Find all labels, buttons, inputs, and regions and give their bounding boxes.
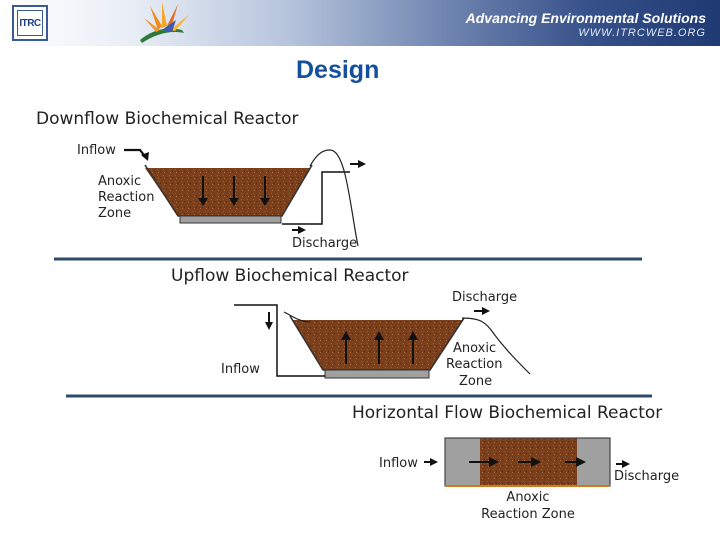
upflow-inlet-pipe bbox=[234, 304, 325, 377]
downflow-zone-label-3: Zone bbox=[98, 206, 131, 221]
upflow-inflow-label: Inflow bbox=[221, 362, 260, 377]
downflow-flow-arrow bbox=[198, 176, 208, 206]
header-tagline: Advancing Environmental Solutions bbox=[465, 10, 706, 26]
upflow-section: Upflow Biochemical Reactor Discharge Inf… bbox=[171, 266, 531, 389]
downflow-discharge-curve bbox=[309, 149, 359, 247]
downflow-inflow-label: Inflow bbox=[77, 143, 116, 158]
upflow-flow-arrow bbox=[374, 331, 384, 364]
horizontal-flow-arrow bbox=[518, 457, 541, 467]
horizontal-zone-label-1: Anoxic bbox=[506, 490, 549, 505]
upflow-overflow-curve bbox=[283, 311, 311, 323]
downflow-title: Downflow Biochemical Reactor bbox=[36, 109, 298, 129]
upflow-title: Upflow Biochemical Reactor bbox=[171, 266, 409, 286]
header-banner: ITRC Advancing Environmental Solutions W… bbox=[0, 0, 720, 46]
upflow-tank-substrate bbox=[292, 320, 462, 370]
upflow-flow-arrow bbox=[341, 331, 351, 364]
upflow-discharge-label: Discharge bbox=[452, 290, 517, 305]
downflow-discharge-label: Discharge bbox=[292, 236, 357, 251]
upflow-zone-label-3: Zone bbox=[459, 374, 492, 389]
horizontal-discharge-label: Discharge bbox=[614, 469, 679, 484]
logo-frame: ITRC bbox=[17, 10, 43, 36]
downflow-zone-label-2: Reaction bbox=[98, 190, 154, 205]
logo-text: ITRC bbox=[19, 18, 41, 29]
horizontal-title: Horizontal Flow Biochemical Reactor bbox=[352, 403, 662, 423]
itrc-logo: ITRC bbox=[12, 5, 48, 41]
downflow-gravel-bed bbox=[179, 215, 282, 224]
upflow-gravel-bed bbox=[324, 369, 430, 379]
slide-title: Design bbox=[296, 56, 380, 84]
downflow-section: Downflow Biochemical Reactor Inflow Anox… bbox=[36, 109, 366, 251]
downflow-outlet-pipe bbox=[282, 171, 350, 225]
horizontal-zone-label-2: Reaction Zone bbox=[481, 507, 575, 522]
upflow-zone-label-1: Anoxic bbox=[453, 341, 496, 356]
horizontal-flow-arrow bbox=[469, 457, 499, 467]
upflow-discharge-curve bbox=[461, 317, 531, 375]
header-url: WWW.ITRCWEB.ORG bbox=[578, 27, 706, 39]
upflow-flow-arrow bbox=[408, 331, 418, 364]
horizontal-flow-arrow bbox=[565, 457, 586, 467]
horizontal-inflow-label: Inflow bbox=[379, 456, 418, 471]
downflow-flow-arrow bbox=[229, 176, 239, 206]
upflow-zone-label-2: Reaction bbox=[446, 357, 502, 372]
bird-of-paradise-icon bbox=[140, 2, 190, 43]
downflow-zone-label-1: Anoxic bbox=[98, 174, 141, 189]
downflow-flow-arrow bbox=[260, 176, 270, 206]
downflow-tank-substrate bbox=[145, 168, 310, 216]
horizontal-section: Horizontal Flow Biochemical Reactor Infl… bbox=[352, 403, 679, 522]
